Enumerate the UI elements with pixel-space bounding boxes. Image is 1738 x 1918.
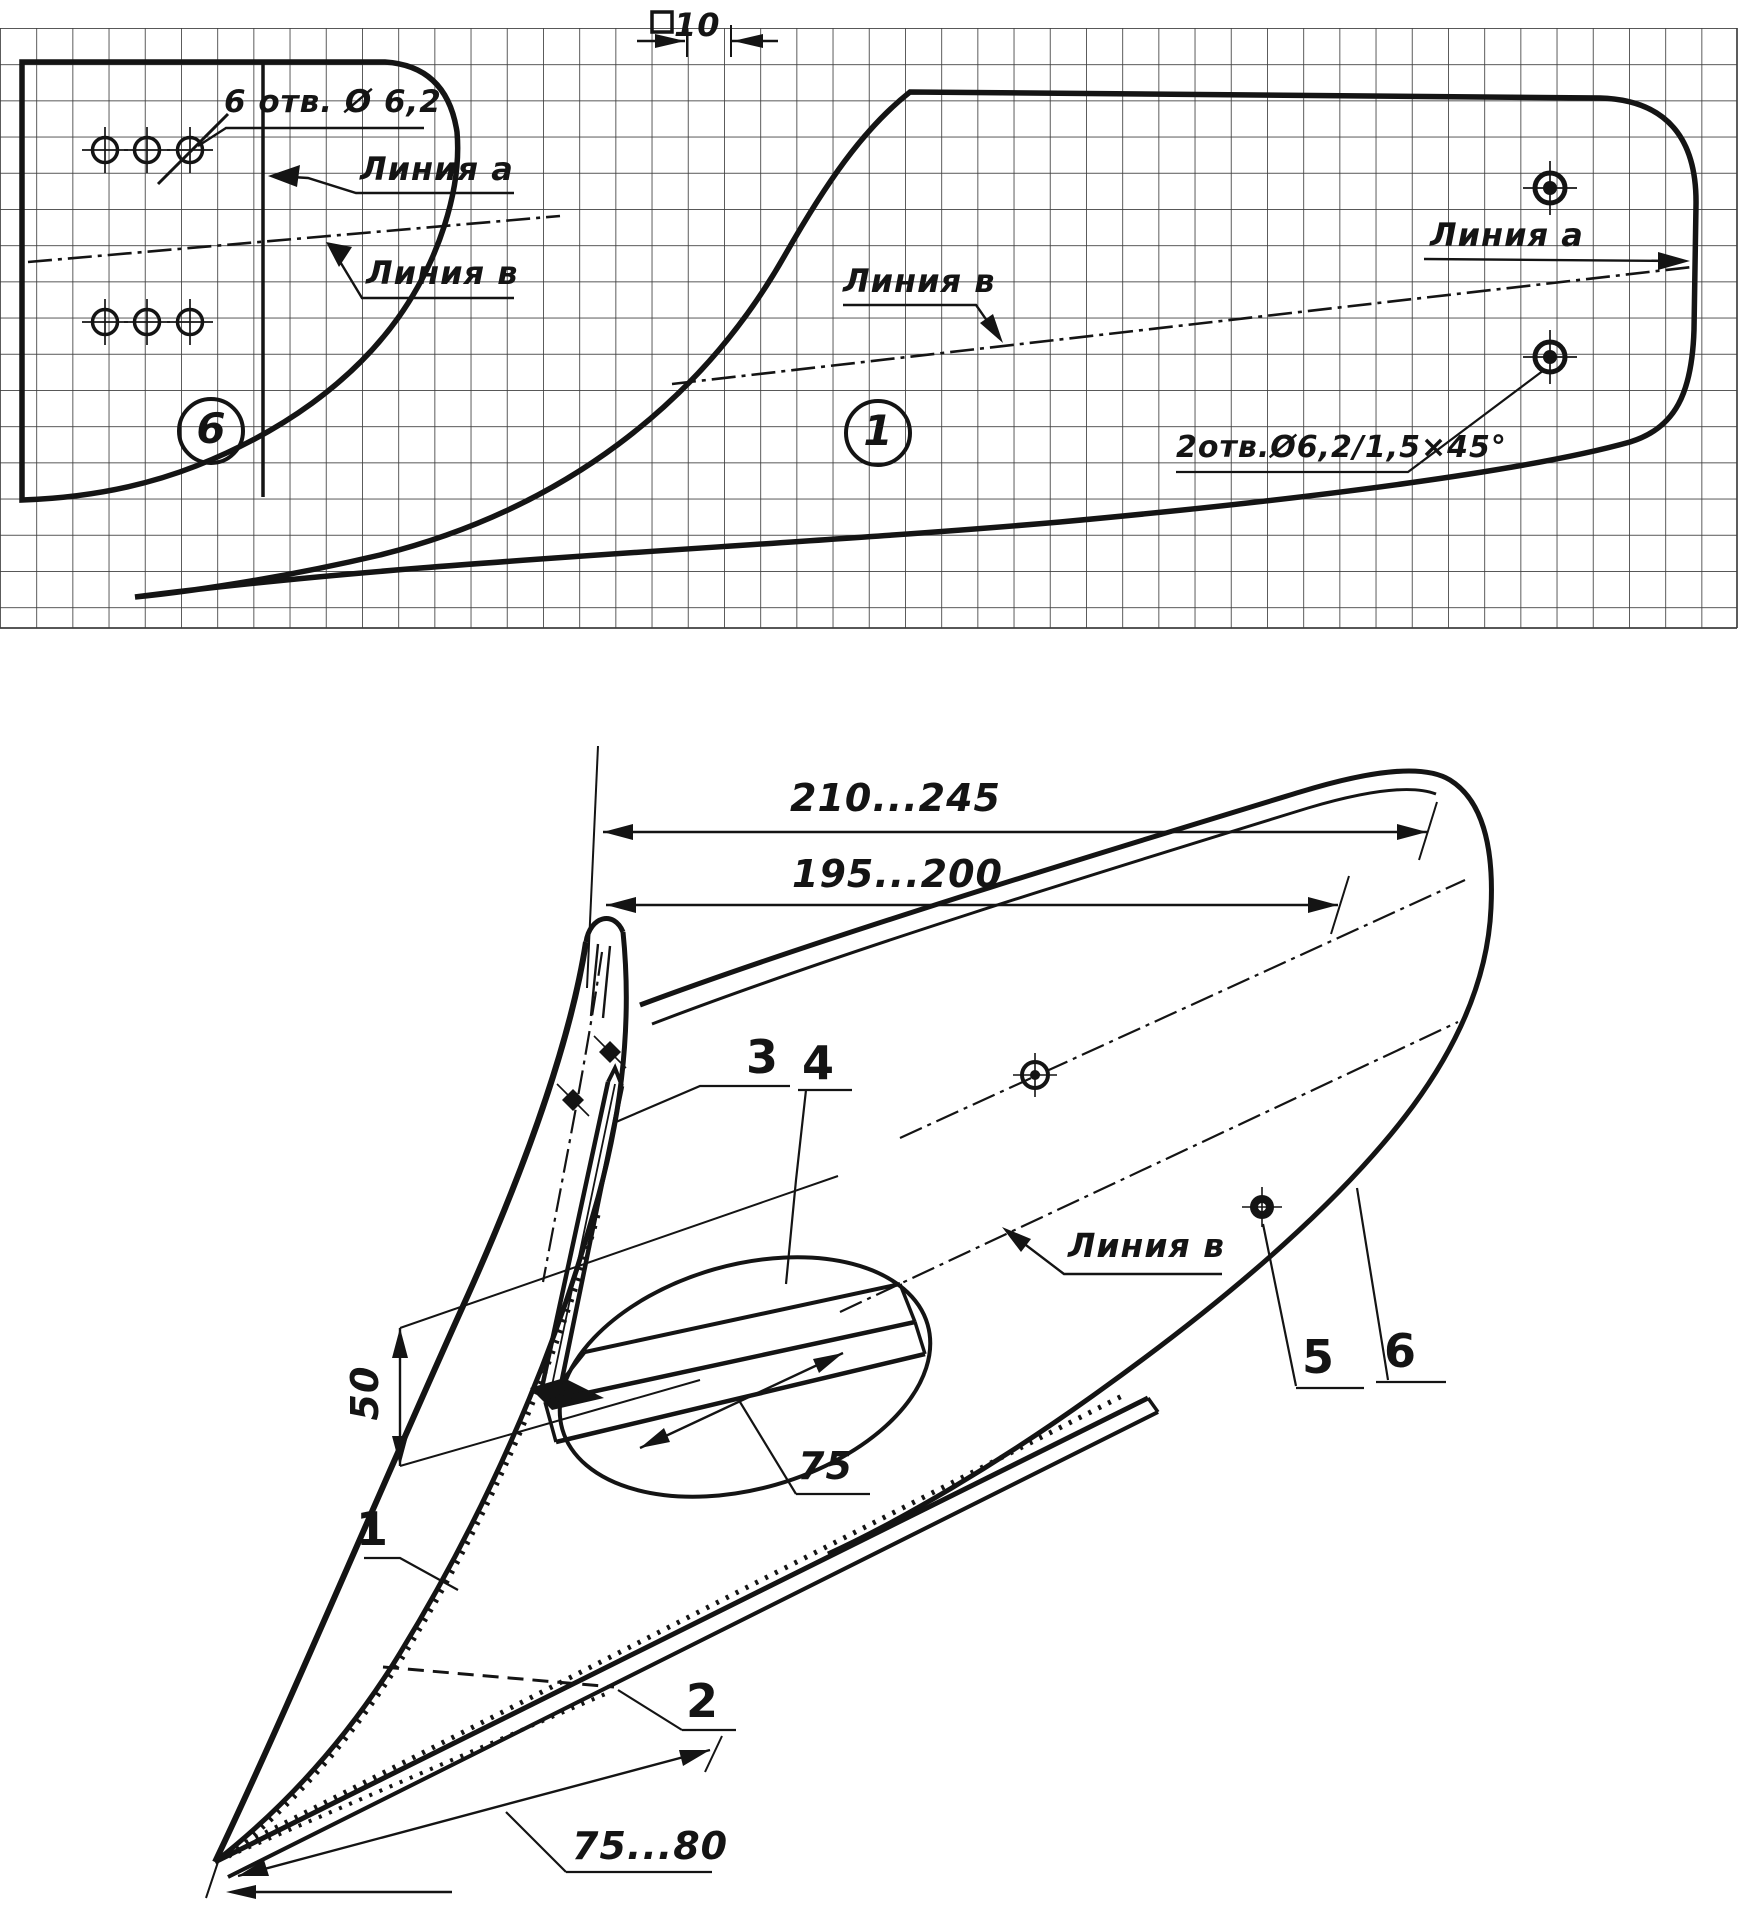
holes-note-tick [156, 112, 230, 186]
part6-line-a-label: Линия а [360, 150, 514, 188]
iso-line-b-label: Линия в [1068, 1226, 1226, 1265]
side-plate [639, 768, 1494, 1557]
scale-marker [637, 10, 778, 57]
part1-line-a-label: Линия а [1430, 216, 1584, 254]
callout-2: 2 [686, 1674, 719, 1728]
dim-plate-group [606, 875, 1350, 935]
dim-height-group [392, 1175, 839, 1467]
callout-3: 3 [746, 1030, 779, 1084]
line-a-arrow-line [1423, 257, 1683, 263]
line-b-dashdot [27, 214, 561, 264]
part1-holes-note: 2отв.Ø6,2/1,5×45° [1176, 430, 1507, 465]
dim-overall-label: 210...245 [790, 776, 1001, 820]
template-part6 [19, 59, 561, 503]
assembly-view [205, 745, 1494, 1899]
dim-share-label: 75...80 [572, 1824, 729, 1868]
callout-6: 6 [1384, 1324, 1417, 1378]
dim-height-label: 50 [343, 1365, 387, 1421]
callout-1: 1 [356, 1502, 389, 1556]
square-symbol [650, 10, 674, 34]
detail-ellipse [557, 1255, 933, 1499]
part6-line-b-label: Линия в [366, 254, 519, 292]
template-part6-outline [19, 59, 461, 503]
dim-sole-label: 75 [798, 1444, 853, 1488]
dim-share-group [205, 1735, 723, 1899]
template-part1 [134, 89, 1699, 600]
iso-line-b-callout [1002, 1227, 1222, 1276]
callout-5: 5 [1302, 1330, 1335, 1384]
part1-balloon: 1 [844, 399, 912, 467]
blade-rivets [556, 1035, 627, 1117]
holes-note-leader [197, 126, 424, 148]
dim-overall-group [586, 745, 1438, 989]
sole-bracket [543, 1282, 927, 1445]
dim-sole-group [639, 1351, 870, 1496]
line-b-leader [331, 249, 514, 300]
template-part1-outline [134, 89, 1699, 600]
plate-hole-upper [1013, 1053, 1057, 1097]
holes-note-leader [1176, 369, 1545, 474]
callout-4: 4 [802, 1036, 835, 1090]
plate-hole-lower [1242, 1187, 1282, 1227]
part1-holes [1523, 161, 1577, 384]
part1-line-b-label: Линия в [843, 262, 996, 300]
part6-holes-note: 6 отв. Ø 6,2 [224, 84, 442, 120]
part6-balloon: 6 [177, 397, 245, 465]
share [213, 1391, 1160, 1879]
callout-leaders [364, 1084, 1446, 1732]
line-b-dashdot [671, 265, 1693, 386]
scale-label: 10 [674, 6, 721, 44]
dim-plate-label: 195...200 [792, 852, 1003, 896]
